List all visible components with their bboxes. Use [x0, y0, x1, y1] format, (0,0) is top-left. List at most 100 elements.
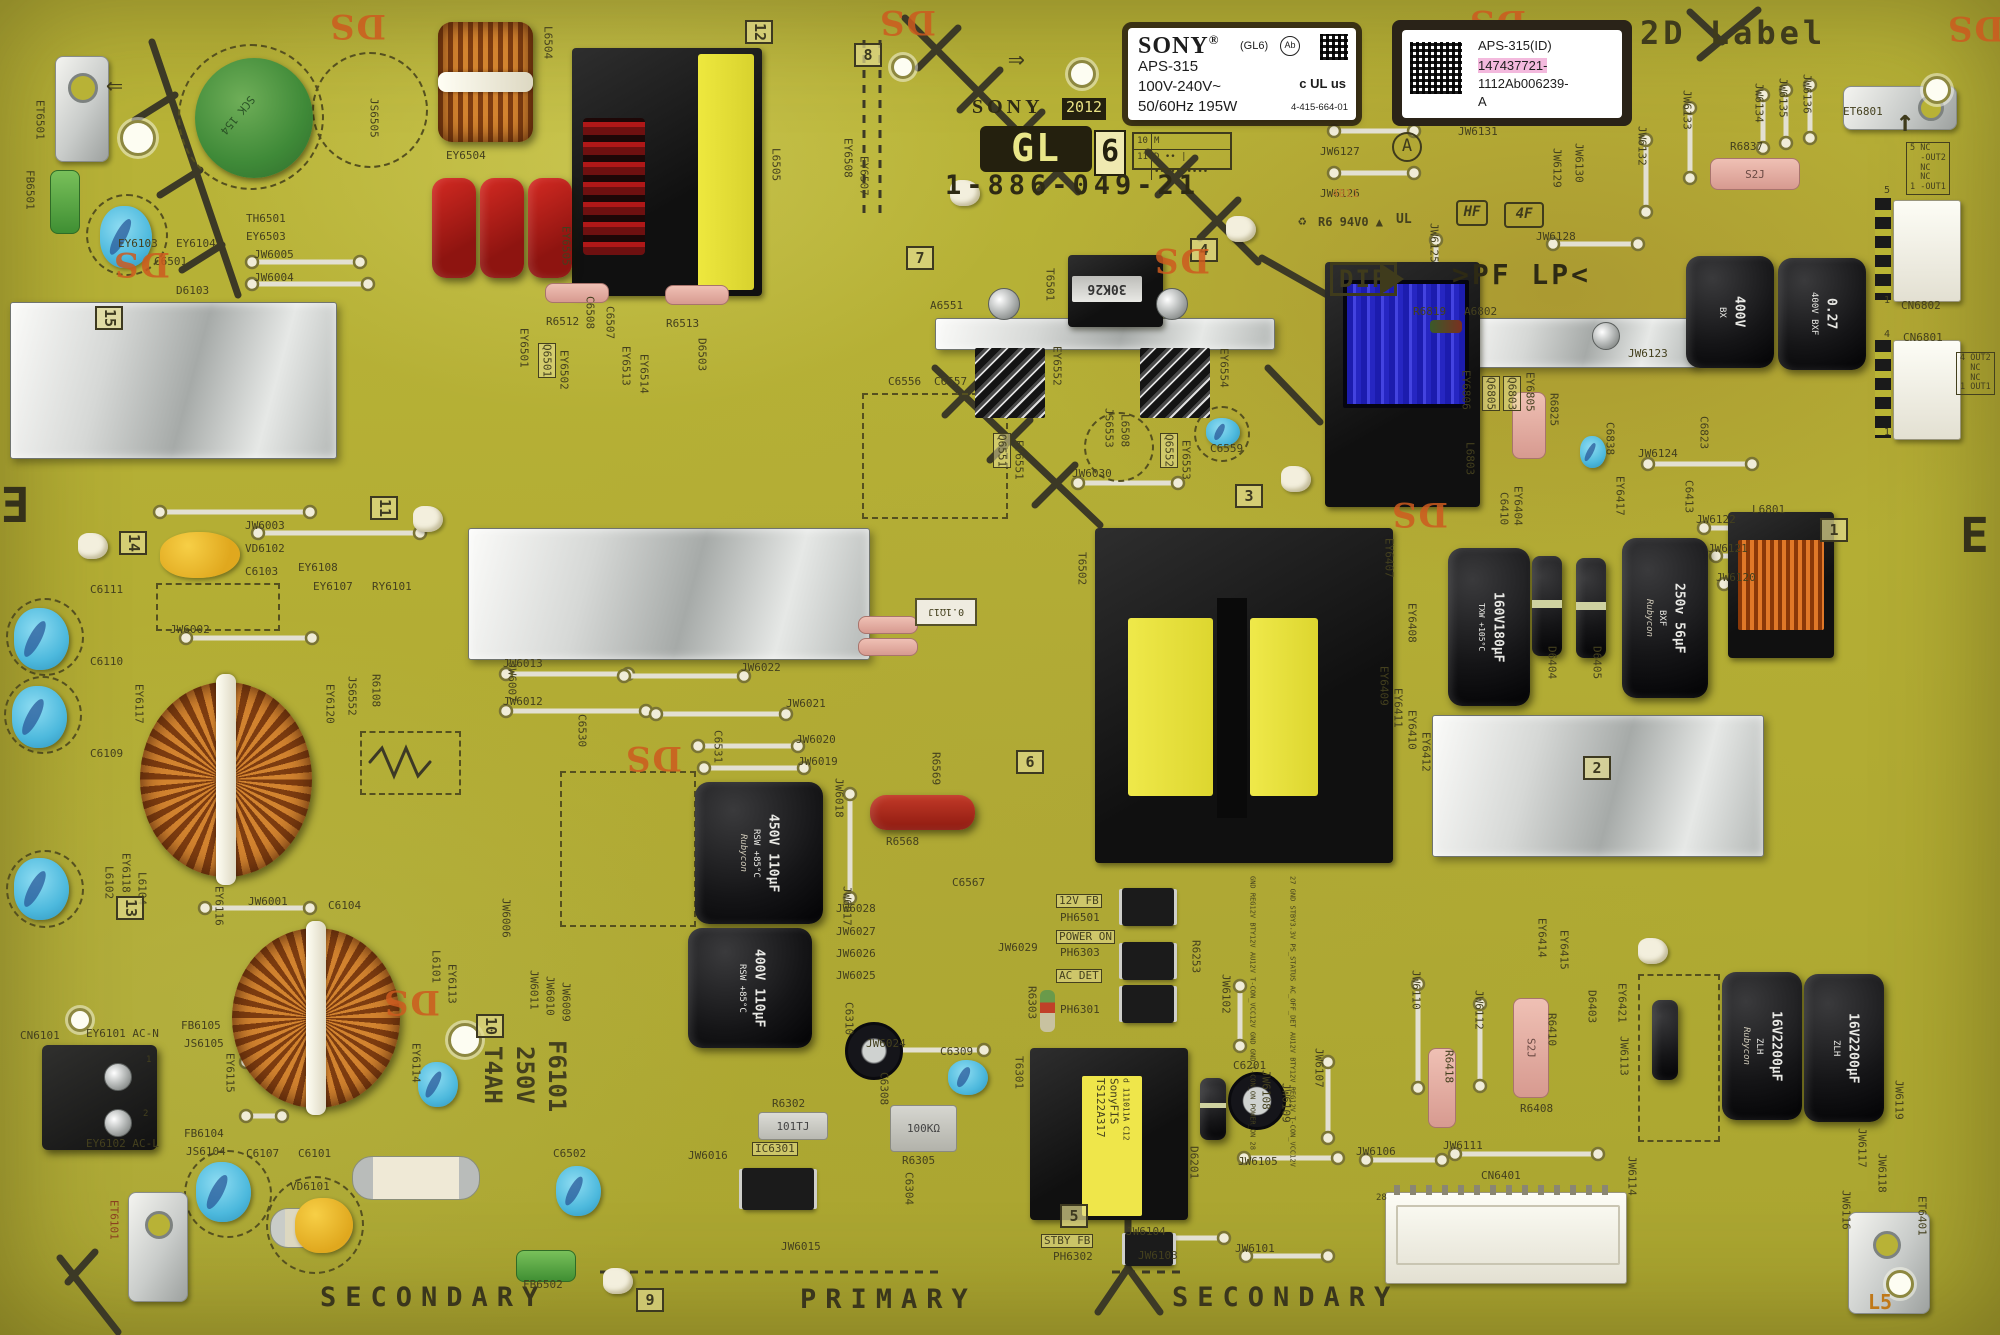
connector-cn6802-pins	[1875, 198, 1891, 300]
silk-dashed-circle	[266, 1176, 364, 1274]
board-section-number-8: 8	[854, 43, 882, 67]
ac-inlet-cn6101	[42, 1045, 157, 1150]
silk-label-jw6102: JW6102	[1219, 974, 1233, 1014]
silk-label-et6501: ET6501	[33, 100, 47, 140]
silk-label-ul: UL	[1396, 212, 1412, 227]
plastic-standoff	[1638, 938, 1668, 964]
silk-label-ey6513: EY6513	[619, 346, 633, 386]
blue-cap-c6109	[14, 858, 69, 920]
silk-label-ey6116: EY6116	[212, 886, 226, 926]
silk-label-q6551: Q6551	[993, 433, 1011, 469]
cn6802-pinout: 5 NC -OUT2 NC NC 1 -OUT1	[1906, 142, 1950, 195]
transformer-l6801	[1728, 512, 1834, 658]
silk-label-jw6112: JW6112	[1472, 990, 1486, 1030]
arrow-up-icon: ↑	[1896, 104, 1915, 139]
r6410-value: S2J	[1524, 1038, 1538, 1058]
transformer-t6501: 30K26	[1068, 255, 1163, 327]
ds-ink-stamp: DS	[624, 738, 683, 778]
silk-label-c6413: C6413	[1682, 480, 1696, 514]
id-title: APS-315(ID)	[1478, 38, 1552, 53]
date-month-num: 10	[1134, 134, 1152, 150]
silk-label-c6530: C6530	[575, 714, 589, 748]
silk-label-ey6503: EY6503	[246, 230, 286, 243]
silk-label-250v: 250V	[511, 1046, 540, 1104]
silk-label-d6503: D6503	[695, 338, 709, 372]
blue-cap-c6501	[100, 206, 152, 268]
silk-label-ry6101: RY6101	[372, 580, 412, 593]
six-text: 6	[1100, 134, 1120, 169]
silk-label-c6110: C6110	[90, 655, 124, 668]
silk-label-ey6409: EY6409	[1377, 666, 1391, 706]
silk-year: 2012	[1065, 98, 1103, 116]
cap-160v-temp: TXW +105°C	[1477, 602, 1486, 652]
board-section-number-6: 6	[1016, 750, 1044, 774]
silk-label-jw6121: JW6121	[1708, 542, 1748, 555]
silk-label-jw6025: JW6025	[836, 969, 876, 982]
silk-label-ey6508: EY6508	[841, 138, 855, 178]
solder-pad	[1326, 123, 1342, 139]
diode-r6819	[1430, 320, 1462, 333]
silk-label-r6569: R6569	[929, 752, 943, 786]
solder-pad	[1410, 1080, 1426, 1096]
silk-label-et6801: ET6801	[1843, 105, 1883, 118]
silk-label-vd6102: VD6102	[245, 542, 285, 555]
silk-label-js6505: JS6505	[367, 98, 381, 138]
silk-label-t6501: T6501	[1043, 268, 1057, 302]
silk-label-ey6554: EY6554	[1217, 348, 1231, 388]
toroid-inductor-bottom	[232, 920, 400, 1116]
silk-label-jw6018: JW6018	[832, 778, 846, 818]
label-part-no: 4-415-664-01	[1290, 102, 1348, 113]
solder-pad	[302, 504, 318, 520]
silk-label-jw6124: JW6124	[1638, 447, 1678, 460]
cap-2200uf-series: ZLH	[1754, 1037, 1764, 1055]
transistor-fins-q6551	[975, 348, 1045, 418]
ds-ink-stamp: DS	[878, 2, 937, 42]
edge-letter-right: E	[1960, 508, 1989, 564]
silk-label-jw6020: JW6020	[796, 733, 836, 746]
solder-pad	[1778, 135, 1794, 151]
silk-label-ey6505: EY6505	[559, 226, 573, 266]
silk-label-c6107: C6107	[246, 1147, 280, 1160]
silk-2d-label: 2D Label	[1640, 14, 1827, 52]
silk-label-r6837: R6837	[1730, 140, 1764, 153]
cap-film2-series: 400V BXF	[1809, 292, 1819, 336]
silk-label-jw6118: JW6118	[1875, 1153, 1889, 1193]
resistor-r6565: 0.1Ω1J	[915, 598, 977, 626]
silk-dashed-circle	[6, 598, 84, 676]
cap-250v-series: BXF	[1657, 609, 1667, 627]
solder-pad	[638, 703, 654, 719]
silk-label-l6803: L6803	[1463, 442, 1477, 476]
silk-label-jw6002: JW6002	[170, 623, 210, 636]
silk-label-ac-det: AC DET	[1056, 969, 1102, 983]
silk-label-jw6117: JW6117	[1855, 1128, 1869, 1168]
heatsink-right	[1432, 715, 1764, 857]
silk-label-ph6301: PH6301	[1060, 1003, 1100, 1016]
silk-label-ey6514: EY6514	[637, 354, 651, 394]
silk-label-jw6027: JW6027	[836, 925, 876, 938]
screw	[1592, 322, 1620, 350]
board-section-number-5: 5	[1060, 1204, 1088, 1228]
blue-cap-small	[1580, 436, 1606, 468]
silk-label-cn6802: CN6802	[1901, 299, 1941, 312]
solder-pad	[1802, 130, 1818, 146]
silk-dashed-circle	[1194, 406, 1250, 462]
silk-label-ey6103: EY6103	[118, 237, 158, 250]
fuse-f6101	[352, 1156, 480, 1200]
silk-label-ey6553: EY6553	[1179, 440, 1193, 480]
resistor-r6513	[665, 285, 729, 305]
solder-pad	[1744, 456, 1760, 472]
board-section-number-15: 15	[95, 306, 123, 331]
silk-label-ic6301: IC6301	[752, 1142, 798, 1156]
silk-label-jw6130: JW6130	[1572, 143, 1586, 183]
silk-label-ey6411: EY6411	[1391, 688, 1405, 728]
silk-label-fb6502: FB6502	[523, 1278, 563, 1291]
silk-label-a6551: A6551	[930, 299, 964, 312]
blue-cap-c6110	[12, 686, 67, 748]
solder-pad	[1682, 170, 1698, 186]
silk-label-cn6401: CN6401	[1481, 1169, 1521, 1182]
